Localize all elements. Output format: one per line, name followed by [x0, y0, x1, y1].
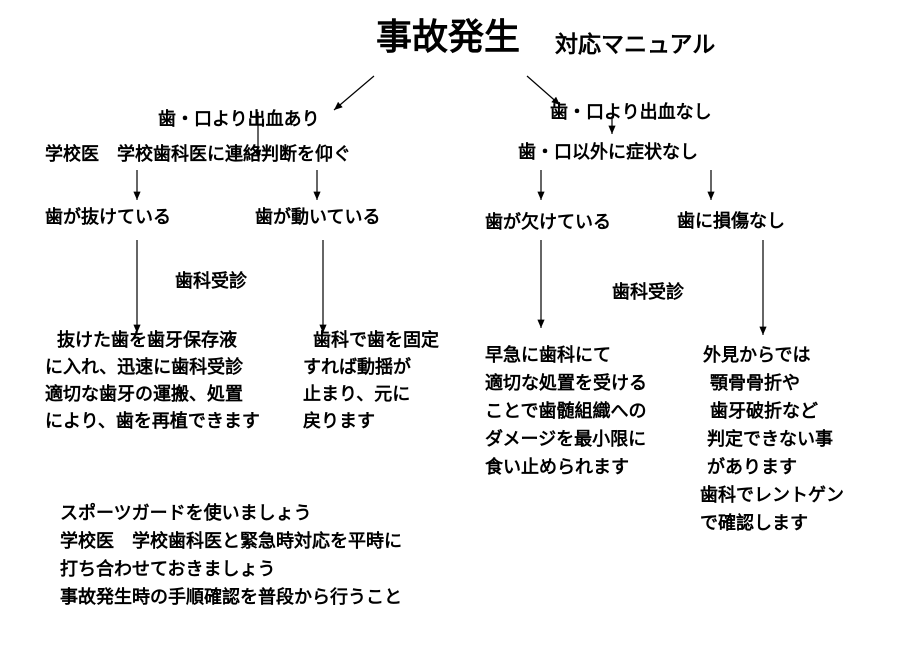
text-line: により、歯を再植できます — [45, 411, 260, 432]
page-title: 事故発生 — [376, 17, 521, 58]
text-line: 歯科で歯を固定 — [313, 330, 439, 351]
page-subtitle: 対応マニュアル — [555, 32, 716, 58]
text-line: 顎骨骨折や — [710, 373, 800, 394]
note-line: 事故発生時の手順確認を普段から行うこと — [60, 587, 402, 608]
text-line: 歯科でレントゲン — [700, 485, 844, 506]
arrow-to-no-bleeding — [526, 75, 561, 106]
general-notes: スポーツガードを使いましょう 学校医 学校歯科医と緊急時対応を平時に 打ち合わせ… — [60, 500, 402, 612]
tooth-chipped-instructions: 早急に歯科にて 適切な処置を受ける ことで歯髄組織への ダメージを最小限に 食い… — [485, 342, 647, 482]
text-line: で確認します — [700, 513, 808, 534]
text-line: 早急に歯科にて — [485, 345, 611, 366]
arrow-to-bleeding — [333, 75, 375, 111]
no-bleeding-condition: 歯・口より出血なし — [550, 102, 712, 123]
no-damage-instructions: 外見からでは 顎骨骨折や 歯牙破折など 判定できない事 があります 歯科でレント… — [700, 342, 844, 538]
no-symptom-condition: 歯・口以外に症状なし — [518, 142, 698, 163]
case-tooth-out: 歯が抜けている — [45, 207, 171, 228]
text-line: に入れ、迅速に歯科受診 — [45, 357, 244, 378]
case-tooth-loose: 歯が動いている — [255, 207, 381, 228]
tooth-out-instructions: 抜けた歯を歯牙保存液 に入れ、迅速に歯科受診 適切な歯牙の運搬、処置 により、歯… — [45, 327, 260, 435]
text-line: があります — [707, 457, 797, 478]
text-line: 歯牙破折など — [710, 401, 818, 422]
text-line: 外見からでは — [703, 345, 811, 366]
text-line: 食い止められます — [485, 457, 629, 478]
dental-visit-left: 歯科受診 — [175, 271, 247, 292]
text-line: ダメージを最小限に — [485, 429, 647, 450]
text-line: 止まり、元に — [303, 384, 411, 405]
contact-doctor: 学校医 学校歯科医に連絡判断を仰ぐ — [45, 144, 351, 165]
dental-visit-right: 歯科受診 — [612, 282, 684, 303]
text-line: 戻ります — [303, 411, 375, 432]
bleeding-condition: 歯・口より出血あり — [158, 109, 320, 130]
text-line: ことで歯髄組織への — [485, 401, 647, 422]
note-line: スポーツガードを使いましょう — [60, 503, 312, 524]
tooth-loose-instructions: 歯科で歯を固定 すれば動揺が 止まり、元に 戻ります — [303, 327, 439, 435]
note-line: 打ち合わせておきましょう — [60, 559, 276, 580]
case-no-damage: 歯に損傷なし — [677, 211, 785, 232]
text-line: 適切な歯牙の運搬、処置 — [45, 384, 243, 405]
note-line: 学校医 学校歯科医と緊急時対応を平時に — [60, 531, 402, 552]
text-line: 判定できない事 — [707, 429, 833, 450]
text-line: 抜けた歯を歯牙保存液 — [57, 330, 237, 351]
text-line: すれば動揺が — [303, 357, 411, 378]
case-tooth-chipped: 歯が欠けている — [485, 212, 611, 233]
text-line: 適切な処置を受ける — [485, 373, 647, 394]
